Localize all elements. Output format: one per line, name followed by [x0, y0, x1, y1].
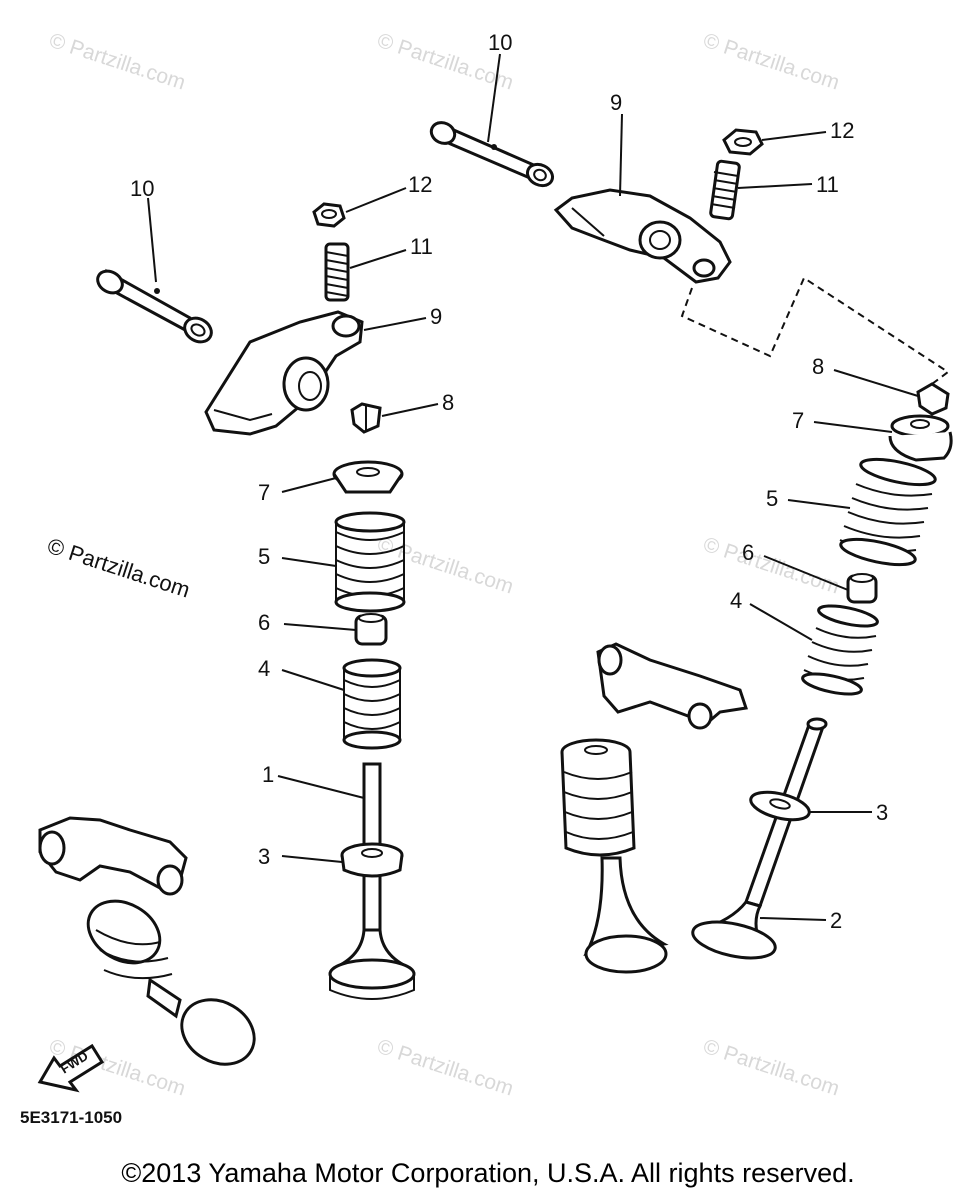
right-exhaust-valve	[691, 717, 828, 960]
callout-left-10: 10	[130, 176, 154, 201]
watermark-top-left: © Partzilla.com	[46, 29, 188, 95]
left-reference-assembly	[38, 816, 256, 1066]
callout-right-8: 8	[812, 354, 824, 379]
watermark-middle-center: © Partzilla.com	[374, 533, 516, 599]
watermark-top-right: © Partzilla.com	[700, 29, 842, 95]
right-stem-seal	[846, 573, 878, 604]
right-locknut	[722, 128, 764, 156]
right-spring-retainer	[888, 414, 953, 462]
right-rocker-shaft	[429, 121, 555, 188]
callout-left-7: 7	[258, 480, 270, 505]
watermark-middle-right: © Partzilla.com	[700, 533, 842, 599]
left-inner-spring	[342, 658, 402, 750]
copyright-notice: ©2013 Yamaha Motor Corporation, U.S.A. A…	[121, 1158, 855, 1188]
callout-left-9: 9	[430, 304, 442, 329]
callout-left-8: 8	[442, 390, 454, 415]
callout-left-5: 5	[258, 544, 270, 569]
left-outer-spring	[334, 511, 406, 613]
callout-left-4: 4	[258, 656, 270, 681]
watermark-bottom-center: © Partzilla.com	[374, 1035, 516, 1101]
right-valve-seat	[749, 790, 811, 822]
callout-right-11: 11	[816, 172, 839, 197]
callout-right-7: 7	[792, 408, 804, 433]
left-spring-retainer	[332, 460, 404, 494]
right-reference-valve-spring	[560, 738, 669, 974]
callout-right-5: 5	[766, 486, 778, 511]
left-rocker-shaft	[96, 268, 213, 344]
left-valve-cotter	[350, 402, 382, 434]
left-callouts: 10 12 11 9 8 7 5 6 4 1 3	[130, 172, 454, 869]
right-reference-rocker	[596, 642, 748, 730]
right-alignment-dashline	[680, 276, 950, 385]
left-adjust-screw	[324, 242, 350, 302]
diagram-reference-code: 5E3171-1050	[20, 1108, 123, 1127]
fwd-arrow-icon: FWD	[37, 1043, 105, 1093]
left-valve-seat	[340, 842, 404, 878]
right-rocker-arm	[553, 188, 732, 284]
watermark-bottom-right: © Partzilla.com	[700, 1035, 842, 1101]
callout-left-1: 1	[262, 762, 274, 787]
left-rocker-arm	[204, 310, 364, 436]
left-stem-seal	[354, 613, 388, 646]
callout-left-11: 11	[410, 234, 433, 259]
left-intake-valve	[328, 762, 416, 1000]
right-valve-cotter	[916, 382, 950, 416]
callout-right-12: 12	[830, 118, 854, 143]
callout-right-9: 9	[610, 90, 622, 115]
callout-right-10: 10	[488, 30, 512, 55]
callout-right-6: 6	[742, 540, 754, 565]
callout-right-3: 3	[876, 800, 888, 825]
callout-left-6: 6	[258, 610, 270, 635]
left-locknut	[312, 202, 346, 228]
right-callouts: 10 9 12 11 8 7 5 6 4 3 2	[487, 30, 919, 933]
right-inner-spring	[801, 604, 879, 696]
callout-left-3: 3	[258, 844, 270, 869]
watermark-left-dark: © Partzilla.com	[44, 533, 193, 603]
right-adjust-screw	[709, 159, 741, 221]
callout-right-2: 2	[830, 908, 842, 933]
callout-right-4: 4	[730, 588, 742, 613]
right-outer-spring	[839, 457, 937, 567]
callout-left-12: 12	[408, 172, 432, 197]
